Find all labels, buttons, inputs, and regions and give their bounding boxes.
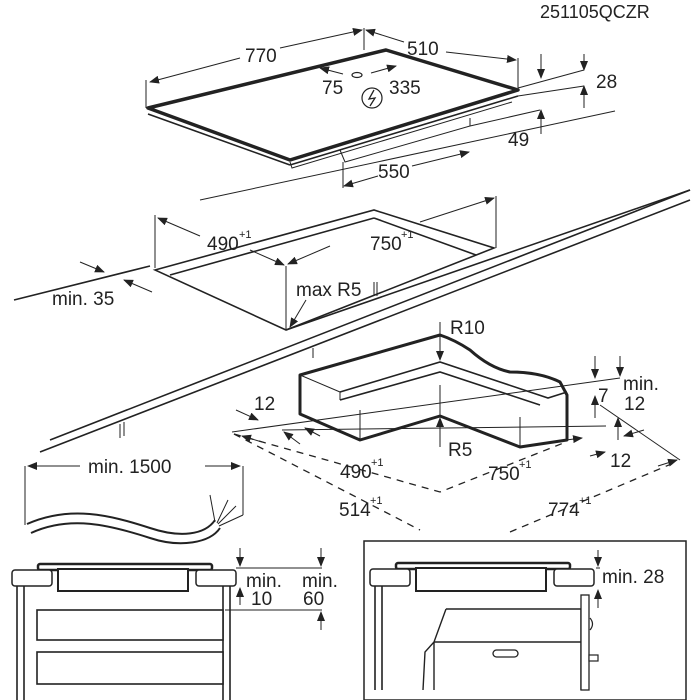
left-rebate: 12 <box>254 394 275 415</box>
drawer-gap-label-2: min. <box>302 571 338 592</box>
drawer-gap-label-1: min. <box>246 571 282 592</box>
hob-width: 770 <box>245 46 277 67</box>
worktop-cutout-drawing <box>13 189 691 453</box>
edge-distance: min. 35 <box>52 289 114 310</box>
inner-radius: R5 <box>448 440 472 461</box>
inner-width-tolerance: +1 <box>519 459 532 471</box>
power-cable-drawing <box>24 462 244 545</box>
cutout-corner-radius: max R5 <box>296 280 361 301</box>
cutout-width-tolerance: +1 <box>401 229 414 241</box>
cable-length: min. 1500 <box>88 457 171 478</box>
right-rebate: 12 <box>610 451 631 472</box>
diagram-code: 251105QCZR <box>540 2 650 22</box>
hob-body-height: 49 <box>508 130 529 151</box>
hob-body-width: 550 <box>378 162 410 183</box>
drawer-gap-value-2: 60 <box>303 589 324 610</box>
electric-connection-icon <box>361 87 383 109</box>
rebate-min-label: min. <box>623 374 659 395</box>
cutout-width: 750 <box>370 234 402 255</box>
hob-drawing <box>145 28 616 201</box>
drawer-cabinet-drawing <box>11 548 325 700</box>
inner-depth-tolerance: +1 <box>371 457 384 469</box>
outer-depth: 514 <box>339 500 371 521</box>
inner-depth: 490 <box>340 462 372 483</box>
inner-width: 750 <box>488 464 520 485</box>
outer-width: 774 <box>548 500 580 521</box>
outer-depth-tolerance: +1 <box>370 495 383 507</box>
cutout-depth-tolerance: +1 <box>239 229 252 241</box>
outer-width-tolerance: +1 <box>579 495 592 507</box>
hob-thickness: 28 <box>596 72 617 93</box>
outer-radius: R10 <box>450 318 485 339</box>
oven-gap: min. 28 <box>602 567 664 588</box>
rebate-depth: 7 <box>598 386 609 407</box>
cable-offset-right: 335 <box>389 78 421 99</box>
cable-offset-left: 75 <box>322 78 343 99</box>
oven-cabinet-drawing <box>363 540 687 700</box>
cutout-depth: 490 <box>207 234 239 255</box>
rebate-min-value: 12 <box>624 394 645 415</box>
frame-cutout-drawing <box>231 322 681 533</box>
drawer-gap-value-1: 10 <box>251 589 272 610</box>
hob-depth: 510 <box>407 39 439 60</box>
